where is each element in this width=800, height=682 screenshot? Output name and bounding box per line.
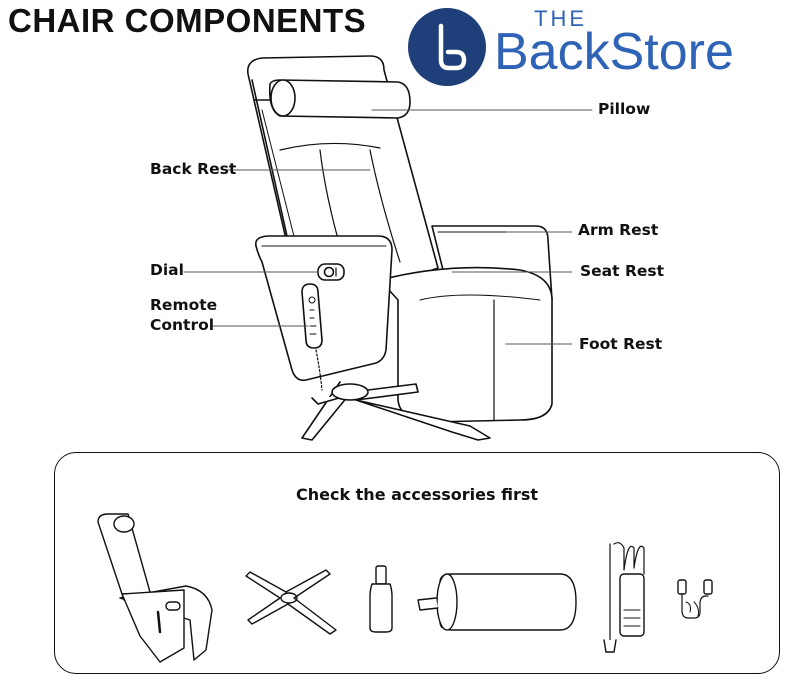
logo-the-text: THE [534,6,587,31]
chair-diagram [183,55,593,441]
accessories-panel: Check the accessories first [54,452,780,674]
label-back-rest: Back Rest [150,160,237,178]
pillow-icon [417,573,577,631]
bolt-icon [369,565,393,633]
base-icon [245,569,337,635]
cable-icon [677,579,713,619]
power-adapter-icon [603,542,645,653]
backstore-logo-mark [408,8,486,86]
label-foot-rest: Foot Rest [579,335,663,353]
mini-chair-icon [97,513,213,663]
logo-name-text: BackStore [494,23,734,81]
logo-b-icon [438,23,467,71]
label-arm-rest: Arm Rest [578,221,659,239]
label-pillow: Pillow [598,100,651,118]
accessories-title: Check the accessories first [295,485,539,504]
page-title: CHAIR COMPONENTS [8,2,367,39]
label-remote: Remote [150,296,218,314]
label-dial: Dial [150,261,184,279]
label-control: Control [150,316,215,334]
label-seat-rest: Seat Rest [580,262,665,280]
